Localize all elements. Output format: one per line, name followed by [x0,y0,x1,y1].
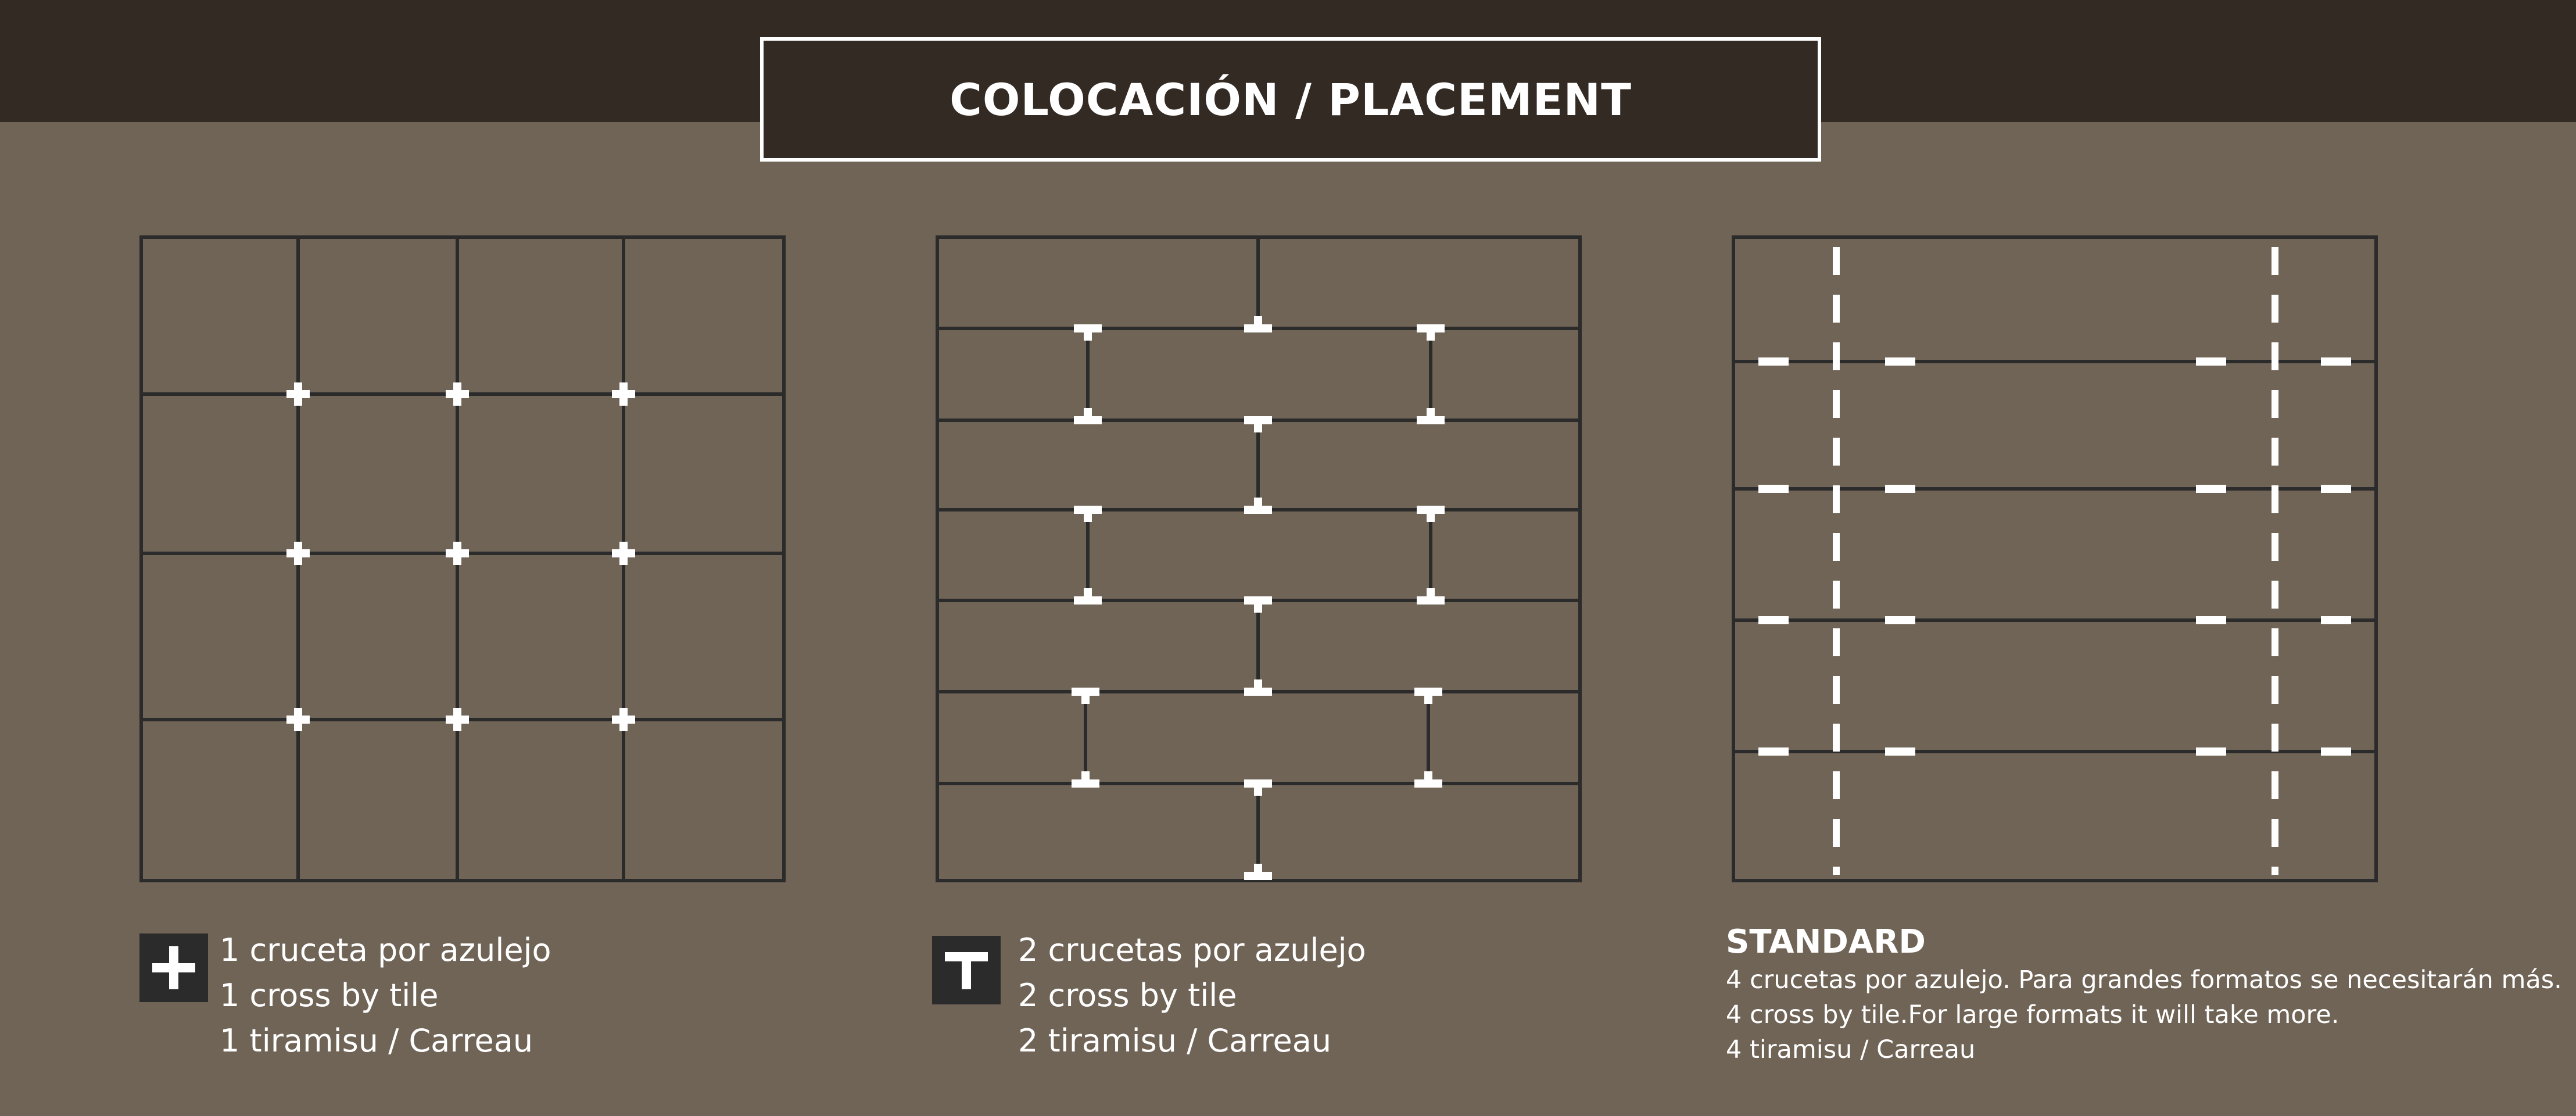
t-spacer [1244,416,1272,432]
t-spacer-icon [932,936,1001,1004]
spacer-dash [1758,616,1789,624]
cross-spacer [612,382,635,406]
spacer-dash [1758,747,1789,756]
t-spacer [1244,596,1272,613]
grid-pattern-diagram [139,235,786,882]
caption-standard: STANDARD 4 crucetas por azulejo. Para gr… [1726,922,2562,1067]
t-spacer [1072,771,1099,788]
t-spacer [1074,408,1102,424]
caption-line: 4 cross by tile.For large formats it wil… [1726,1000,2339,1029]
spacer-dash [1885,357,1915,366]
cross-spacer [286,708,310,731]
caption-line: 1 cross by tile [220,977,439,1014]
cross-spacer [446,542,469,565]
cross-spacer [446,382,469,406]
caption-line: 4 crucetas por azulejo. Para grandes for… [1726,965,2562,995]
spacer-dash [1758,485,1789,493]
spacer-dash [1885,485,1915,493]
spacer-dash [1885,616,1915,624]
caption-line: 2 tiramisu / Carreau [1018,1022,1332,1059]
t-spacer [1417,408,1445,424]
cross-spacer [286,542,310,565]
t-spacer [1074,588,1102,604]
standard-pattern-diagram [1732,235,2378,882]
t-spacer [1244,864,1272,880]
running-bond-diagram [936,235,1582,882]
t-spacer [1417,324,1445,341]
page-title: COLOCACIÓN / PLACEMENT [950,73,1632,126]
spacer-dash [2196,747,2226,756]
tile-outline [139,235,786,882]
cross-spacer [286,382,310,406]
spacer-dash [2321,616,2351,624]
cross-spacer [446,708,469,731]
cross-spacer [612,708,635,731]
spacer-dash [2196,357,2226,366]
spacer-dash [2321,357,2351,366]
t-spacer [1244,679,1272,696]
t-spacer [1074,324,1102,341]
tile-outline [1732,235,2378,882]
standard-title: STANDARD [1726,923,1926,961]
spacer-dash [2196,616,2226,624]
caption-line: 2 crucetas por azulejo [1018,932,1366,968]
t-spacer [1244,498,1272,514]
spacer-dash [1758,357,1789,366]
caption-line: 1 cruceta por azulejo [220,932,551,968]
spacer-dash [2321,485,2351,493]
cross-spacer-icon [139,933,208,1002]
spacer-dash [2321,747,2351,756]
caption-grid: 1 cruceta por azulejo 1 cross by tile 1 … [220,928,551,1064]
t-spacer [1414,771,1442,788]
t-spacer [1417,588,1445,604]
t-spacer [1417,506,1445,522]
title-box: COLOCACIÓN / PLACEMENT [760,37,1821,162]
t-spacer [1072,688,1099,704]
caption-line: 1 tiramisu / Carreau [220,1022,533,1059]
caption-line: 2 cross by tile [1018,977,1237,1014]
t-spacer [1244,316,1272,332]
t-spacer [1244,779,1272,796]
cross-spacer [612,542,635,565]
caption-line: 4 tiramisu / Carreau [1726,1035,1976,1064]
t-spacer [1074,506,1102,522]
caption-running-bond: 2 crucetas por azulejo 2 cross by tile 2… [1018,928,1366,1064]
spacer-dash [2196,485,2226,493]
t-spacer [1414,688,1442,704]
spacer-dash [1885,747,1915,756]
